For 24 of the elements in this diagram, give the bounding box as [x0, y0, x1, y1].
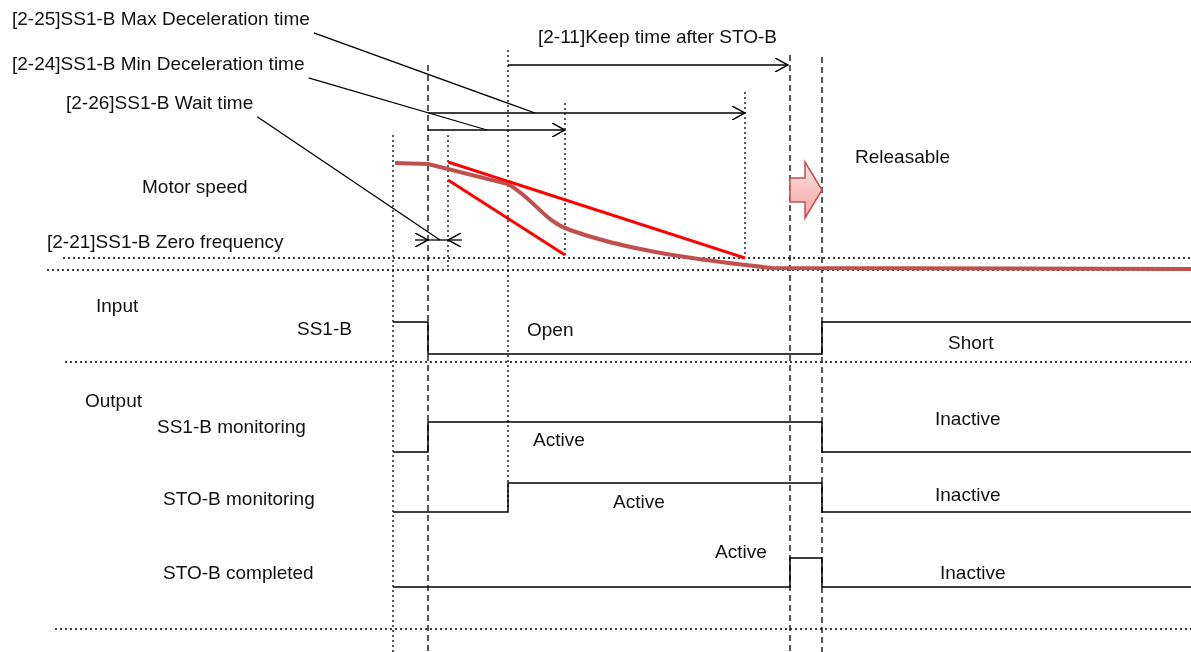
signal-label: Inactive [935, 408, 1001, 431]
leader-line [313, 32, 536, 114]
signal-label: Input [96, 295, 139, 318]
parameter-label: [2-26]SS1-B Wait time [66, 92, 254, 115]
signal-label: [2-11]Keep time after STO-B [538, 26, 777, 49]
signal-label: Active [715, 541, 767, 564]
signal-label: Active [613, 491, 665, 514]
leader-line [256, 116, 441, 241]
parameter-label: [2-25]SS1-B Max Deceleration time [12, 8, 310, 31]
signal-label: STO-B monitoring [163, 488, 315, 511]
signal-label: Open [527, 319, 574, 342]
signal-label: Short [948, 332, 994, 355]
signal-label: Inactive [935, 484, 1001, 507]
signal-label: STO-B completed [163, 562, 314, 585]
leader-line [307, 77, 488, 131]
signal-label: SS1-B monitoring [157, 416, 306, 439]
signal-label: Motor speed [142, 176, 248, 199]
signal-label: Output [85, 390, 143, 413]
signal-label: Releasable [855, 146, 951, 169]
parameter-label: [2-24]SS1-B Min Deceleration time [12, 53, 305, 76]
signal-label: SS1-B [297, 318, 352, 341]
signal-label: Active [533, 429, 585, 452]
signal-label: [2-21]SS1-B Zero frequency [47, 231, 284, 254]
signal-label: Inactive [940, 562, 1006, 585]
